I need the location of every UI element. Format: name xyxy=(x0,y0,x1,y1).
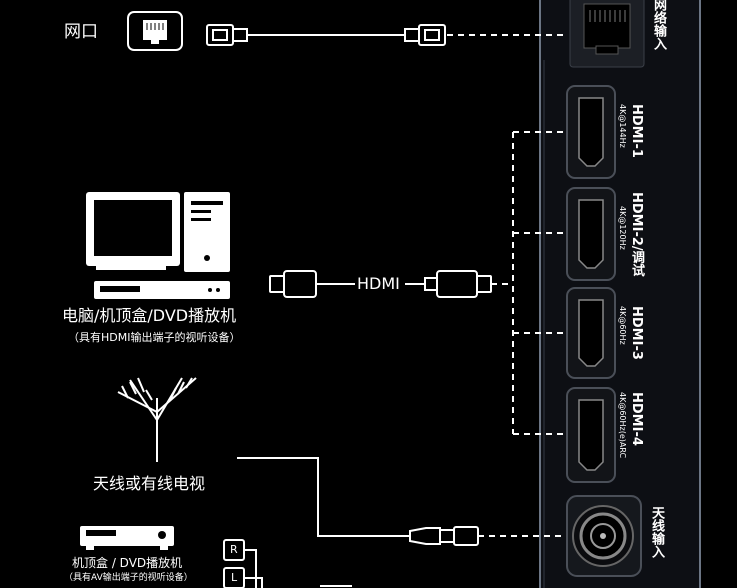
network-input-label: 网络输入 xyxy=(651,0,666,50)
network-input-port xyxy=(569,0,645,68)
av-cable xyxy=(223,539,352,588)
hdmi-2-label: HDMI-2/调试 xyxy=(629,192,644,277)
hdmi-4-label: HDMI-4 xyxy=(629,392,644,446)
hdmi-port-3 xyxy=(566,287,616,379)
av-player-icon xyxy=(80,526,174,550)
hdmi-3-label: HDMI-3 xyxy=(629,306,644,360)
hdmi-1-spec: 4K@144Hz xyxy=(618,104,627,148)
computer-source-label: 电脑/机顶盒/DVD播放机 xyxy=(62,306,237,325)
computer-icon xyxy=(86,192,230,299)
computer-source-note: （具有HDMI输出端子的视听设备） xyxy=(68,331,241,344)
av-plug-l-label: L xyxy=(231,571,238,584)
hdmi-1-label: HDMI-1 xyxy=(629,104,644,158)
antenna-cable xyxy=(237,457,566,546)
antenna-input-port xyxy=(566,495,642,577)
hdmi-port-2 xyxy=(566,187,616,281)
hdmi-3-spec: 4K@60Hz xyxy=(618,306,627,345)
antenna-icon xyxy=(117,377,197,462)
antenna-source-label: 天线或有线电视 xyxy=(93,474,206,493)
hdmi-2-spec: 4K@120Hz xyxy=(618,206,627,250)
hdmi-port-1 xyxy=(566,85,616,179)
hdmi-port-4 xyxy=(566,387,616,483)
hdmi-cable xyxy=(269,131,566,435)
ethernet-icon xyxy=(127,11,183,51)
antenna-input-label: 天线输入 xyxy=(649,506,664,558)
hdmi-cable-label: HDMI xyxy=(357,274,400,293)
av-plug-r-label: R xyxy=(230,543,238,556)
ethernet-cable xyxy=(206,24,568,46)
av-source-label: 机顶盒 / DVD播放机 xyxy=(72,556,183,570)
network-source-label: 网口 xyxy=(64,22,98,42)
av-source-note: （具有AV输出端子的视听设备） xyxy=(64,573,193,583)
hdmi-4-spec: 4K@60Hz(e)ARC xyxy=(618,392,627,459)
